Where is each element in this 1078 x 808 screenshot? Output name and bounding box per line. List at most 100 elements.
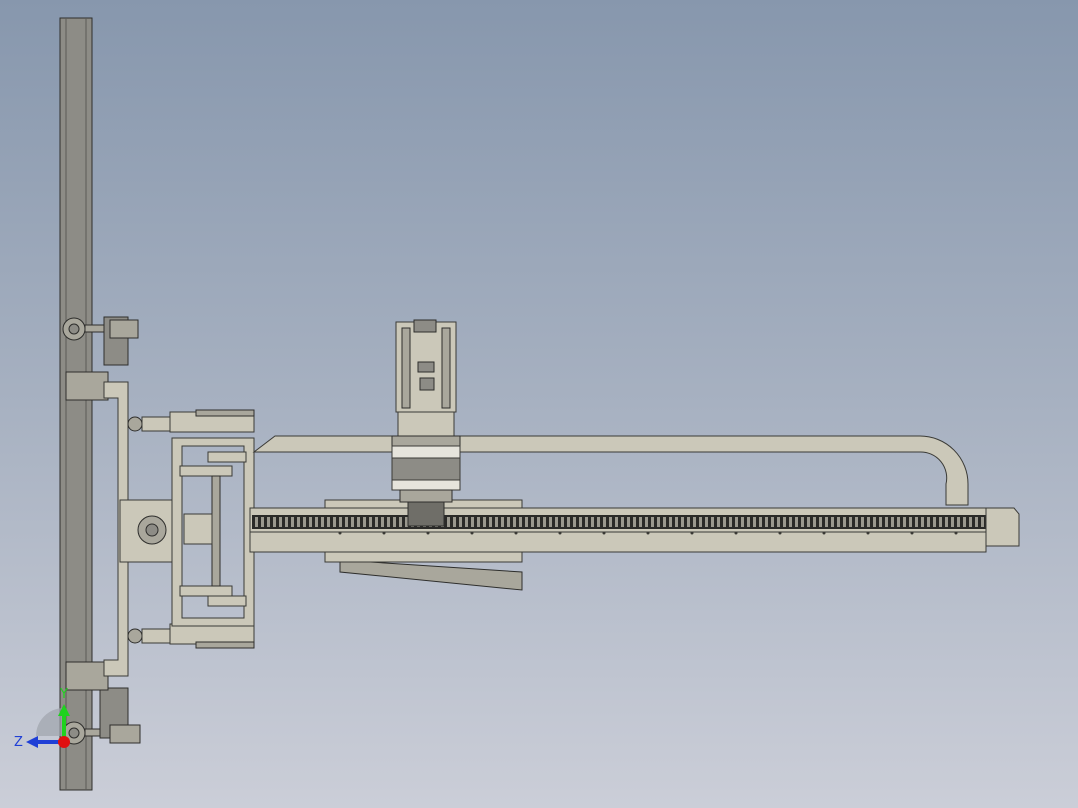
gearbox bbox=[391, 435, 461, 527]
mounting-hole bbox=[470, 531, 474, 535]
rack-tooth bbox=[975, 517, 978, 527]
rack-tooth bbox=[735, 517, 738, 527]
rack-tooth bbox=[597, 517, 600, 527]
rack-tooth bbox=[513, 517, 516, 527]
rack-tooth bbox=[321, 517, 324, 527]
mounting-hole bbox=[778, 531, 782, 535]
rack-tooth bbox=[459, 517, 462, 527]
rack-tooth bbox=[537, 517, 540, 527]
mounting-hole bbox=[602, 531, 606, 535]
rack-tooth bbox=[309, 517, 312, 527]
rack-tooth bbox=[387, 517, 390, 527]
horizontal-beam bbox=[249, 507, 1020, 553]
mounting-hole bbox=[866, 531, 870, 535]
rack-tooth bbox=[531, 517, 534, 527]
rack-tooth bbox=[831, 517, 834, 527]
rack-tooth bbox=[621, 517, 624, 527]
rack-tooth bbox=[507, 517, 510, 527]
rack-tooth bbox=[561, 517, 564, 527]
rack-tooth bbox=[741, 517, 744, 527]
rack-tooth bbox=[891, 517, 894, 527]
rack-tooth bbox=[705, 517, 708, 527]
mounting-hole bbox=[426, 531, 430, 535]
rack-tooth bbox=[927, 517, 930, 527]
rack-tooth bbox=[381, 517, 384, 527]
rack-tooth bbox=[579, 517, 582, 527]
rack-tooth bbox=[339, 517, 342, 527]
rack-tooth bbox=[495, 517, 498, 527]
rack-tooth bbox=[789, 517, 792, 527]
rack-tooth bbox=[327, 517, 330, 527]
rack-tooth bbox=[873, 517, 876, 527]
rack-tooth bbox=[669, 517, 672, 527]
rack-tooth bbox=[657, 517, 660, 527]
rack-tooth bbox=[285, 517, 288, 527]
rack-tooth bbox=[471, 517, 474, 527]
rack-tooth bbox=[585, 517, 588, 527]
rack-tooth bbox=[819, 517, 822, 527]
rack-tooth bbox=[861, 517, 864, 527]
servo-motor bbox=[395, 319, 457, 437]
rack-tooth bbox=[795, 517, 798, 527]
rack-tooth bbox=[543, 517, 546, 527]
rack-tooth bbox=[855, 517, 858, 527]
rack-tooth bbox=[837, 517, 840, 527]
rack-tooth bbox=[711, 517, 714, 527]
rack-tooth bbox=[501, 517, 504, 527]
axis-triad: Y Z bbox=[14, 687, 70, 750]
mounting-hole bbox=[382, 531, 386, 535]
rack-tooth bbox=[783, 517, 786, 527]
rack-tooth bbox=[567, 517, 570, 527]
rack-tooth bbox=[405, 517, 408, 527]
rack-tooth bbox=[753, 517, 756, 527]
rack-tooth bbox=[375, 517, 378, 527]
rack-tooth bbox=[759, 517, 762, 527]
rack-tooth bbox=[525, 517, 528, 527]
rack-tooth bbox=[813, 517, 816, 527]
rack-tooth bbox=[357, 517, 360, 527]
rack-tooth bbox=[921, 517, 924, 527]
rack-tooth bbox=[963, 517, 966, 527]
rack-tooth bbox=[279, 517, 282, 527]
rack-tooth bbox=[663, 517, 666, 527]
mounting-hole bbox=[514, 531, 518, 535]
rack-tooth bbox=[297, 517, 300, 527]
mounting-hole bbox=[338, 531, 342, 535]
rack-tooth bbox=[273, 517, 276, 527]
rack-tooth bbox=[627, 517, 630, 527]
rack-tooth bbox=[885, 517, 888, 527]
rack-tooth bbox=[771, 517, 774, 527]
vertical-column bbox=[59, 17, 93, 791]
rack-tooth bbox=[939, 517, 942, 527]
rack-tooth bbox=[555, 517, 558, 527]
rack-tooth bbox=[363, 517, 366, 527]
rack-tooth bbox=[267, 517, 270, 527]
rack-tooth bbox=[477, 517, 480, 527]
rack-tooth bbox=[945, 517, 948, 527]
rack-tooth bbox=[345, 517, 348, 527]
rack-tooth bbox=[291, 517, 294, 527]
lower-cylinder bbox=[127, 623, 255, 649]
rack-tooth bbox=[693, 517, 696, 527]
rack-tooth bbox=[681, 517, 684, 527]
mounting-hole bbox=[910, 531, 914, 535]
rack-tooth bbox=[729, 517, 732, 527]
rack-tooth bbox=[825, 517, 828, 527]
rack-tooth bbox=[717, 517, 720, 527]
x-axis-dot bbox=[58, 736, 70, 748]
rack-tooth bbox=[519, 517, 522, 527]
rack-tooth bbox=[351, 517, 354, 527]
rack-tooth bbox=[447, 517, 450, 527]
upper-cylinder bbox=[127, 409, 255, 433]
rack-tooth bbox=[573, 517, 576, 527]
mounting-hole bbox=[954, 531, 958, 535]
y-axis-label: Y bbox=[59, 687, 68, 702]
rack-tooth bbox=[489, 517, 492, 527]
z-axis-label: Z bbox=[14, 735, 23, 750]
column-carriage bbox=[103, 381, 179, 677]
rack-tooth bbox=[369, 517, 372, 527]
rack-tooth bbox=[747, 517, 750, 527]
rack-tooth bbox=[933, 517, 936, 527]
rack-tooth bbox=[807, 517, 810, 527]
